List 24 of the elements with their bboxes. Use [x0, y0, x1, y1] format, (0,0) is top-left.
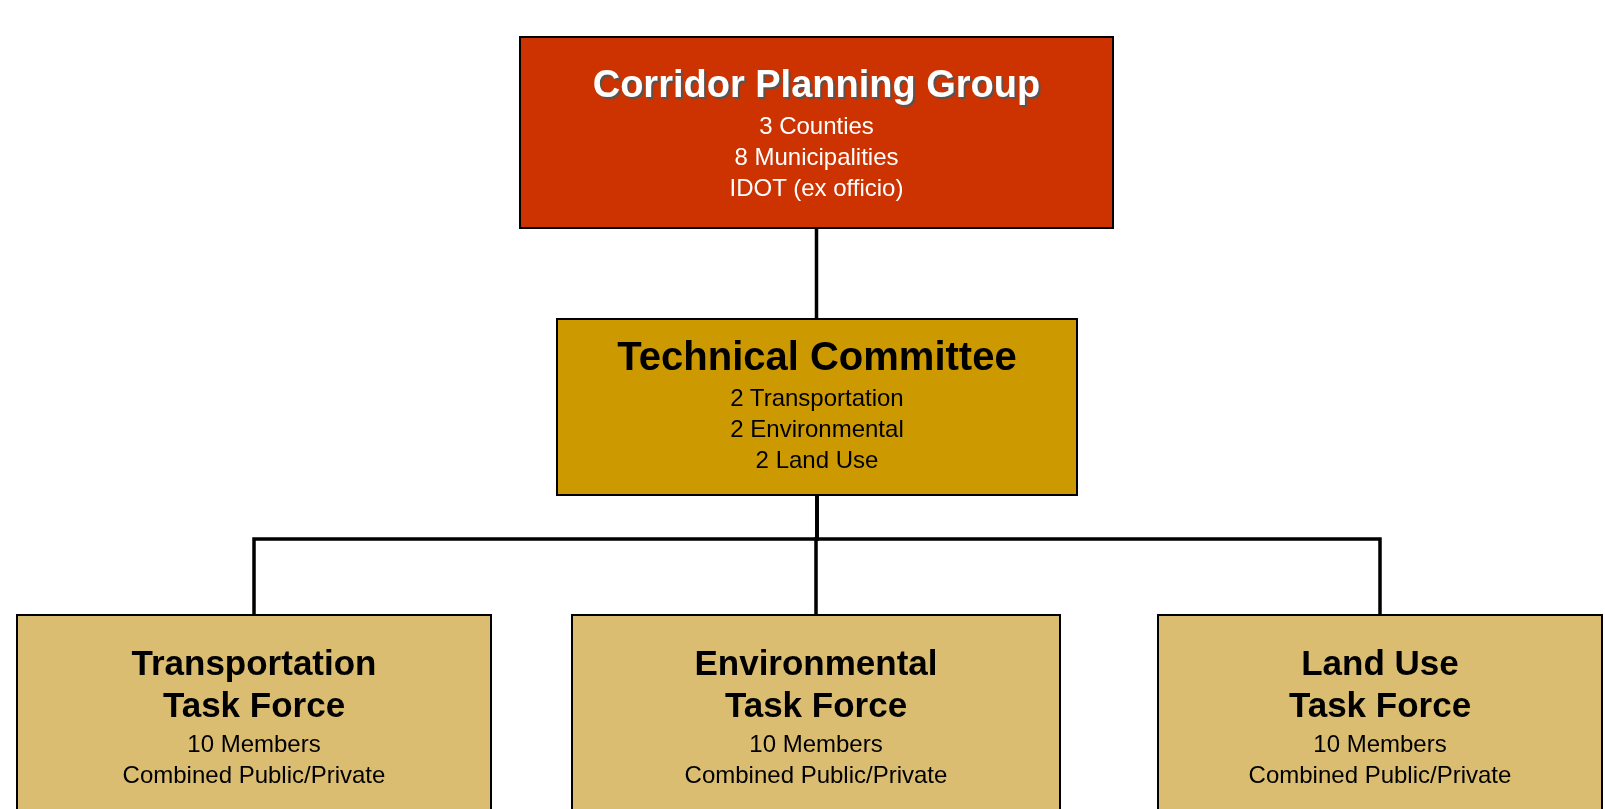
member-text: 10 Members [749, 729, 883, 759]
task-force-box [571, 614, 1061, 809]
box-heading: Transportation Task Force [130, 642, 378, 726]
connector-line [814, 229, 819, 318]
committee-box [556, 318, 1078, 496]
group-box [519, 36, 1114, 229]
member-text: IDOT (ex officio) [729, 172, 904, 203]
task-force-box [1157, 614, 1603, 809]
box-heading: Environmental Task Force [693, 642, 939, 726]
connector-line [815, 496, 1382, 614]
member-text: Combined Public/Private [1248, 760, 1512, 791]
member-text: 2 Transportation [730, 383, 904, 413]
member-text: 8 Municipalities [734, 141, 899, 172]
member-text: 10 Members [1313, 729, 1447, 759]
member-text: Combined Public/Private [684, 760, 948, 791]
box-heading: Corridor Planning Group [592, 62, 1041, 107]
member-text: 2 Environmental [730, 414, 904, 445]
box-heading: Technical Committee [617, 333, 1017, 380]
task-force-box [16, 614, 492, 809]
member-text: Combined Public/Private [122, 760, 386, 791]
member-text: 3 Counties [759, 110, 874, 141]
member-text: 10 Members [187, 729, 321, 759]
box-heading: Land Use Task Force [1287, 642, 1473, 726]
member-text: 2 Land Use [755, 445, 879, 476]
